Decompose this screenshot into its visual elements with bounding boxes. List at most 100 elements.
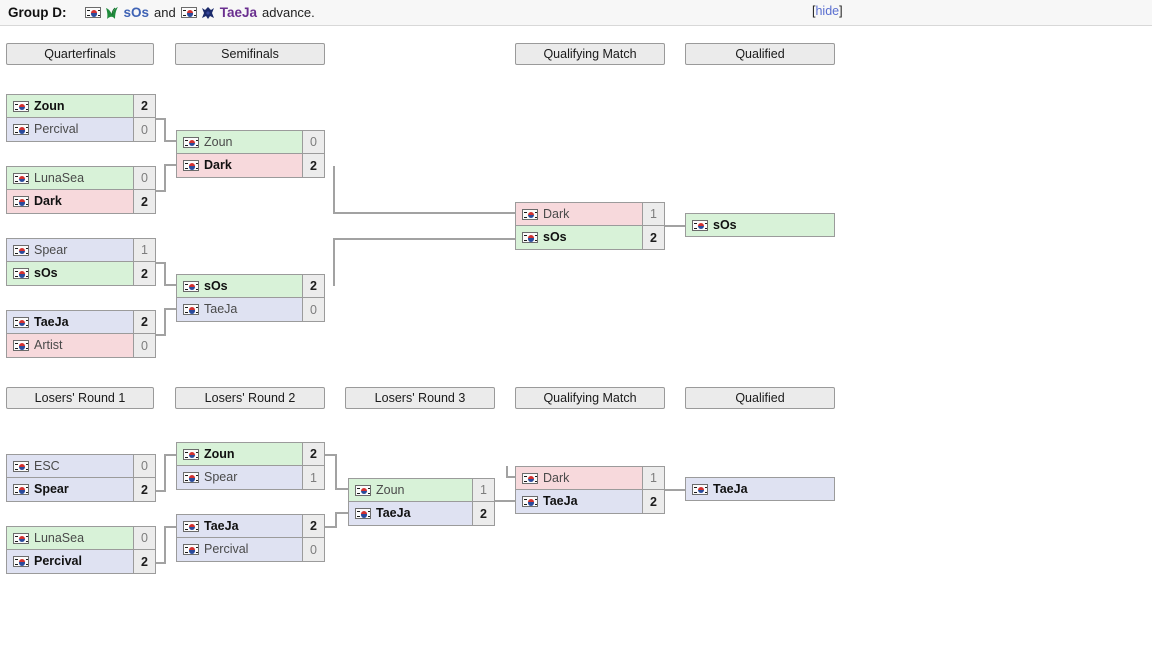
team-row[interactable]: sOs 2 (6, 262, 156, 286)
team-name-cell: Zoun (177, 131, 302, 153)
team-row[interactable]: LunaSea 0 (6, 166, 156, 190)
team-score: 0 (133, 167, 155, 189)
team-label: Dark (34, 194, 62, 209)
match-qualifying-winners[interactable]: Dark 1 sOs 2 (515, 202, 665, 250)
connector (333, 238, 515, 240)
team-name-cell: TaeJa (686, 478, 834, 500)
flag-icon-kr (522, 496, 538, 507)
connector (164, 526, 166, 564)
match-losers-round2-1[interactable]: Zoun 2 Spear 1 (176, 442, 325, 490)
flag-icon-kr (355, 508, 371, 519)
team-score: 1 (302, 466, 324, 489)
advancing-player-1-name[interactable]: sOs (123, 5, 150, 20)
flag-icon-kr (13, 244, 29, 256)
team-score: 1 (642, 467, 664, 489)
team-row[interactable]: Dark 1 (515, 202, 665, 226)
team-label: Spear (204, 470, 238, 485)
team-row[interactable]: Spear 1 (6, 238, 156, 262)
team-name-cell: Dark (177, 154, 302, 177)
hide-label[interactable]: hide (815, 4, 840, 18)
team-row[interactable]: sOs 2 (176, 274, 325, 298)
group-label: Group D (8, 5, 62, 20)
match-losers-round1-2[interactable]: LunaSea 0 Percival 2 (6, 526, 156, 574)
flag-icon-kr (692, 483, 708, 495)
match-qualifying-losers[interactable]: Dark 1 TaeJa 2 (515, 466, 665, 514)
team-row[interactable]: sOs (685, 213, 835, 237)
team-row[interactable]: TaeJa (685, 477, 835, 501)
team-name-cell: sOs (7, 262, 133, 285)
team-row[interactable]: ESC 0 (6, 454, 156, 478)
team-name-cell: sOs (686, 214, 834, 236)
connector (506, 466, 508, 478)
team-label: LunaSea (34, 530, 85, 545)
connector (335, 512, 337, 528)
team-label: sOs (34, 266, 58, 281)
team-row[interactable]: TaeJa 2 (6, 310, 156, 334)
team-row[interactable]: Zoun 2 (176, 442, 325, 466)
team-row[interactable]: Artist 0 (6, 334, 156, 358)
team-label: Percival (34, 122, 79, 137)
connector (164, 454, 176, 456)
flag-icon-kr (13, 268, 29, 279)
team-score: 1 (642, 203, 664, 225)
team-row[interactable]: Zoun 1 (348, 478, 495, 502)
match-losers-round2-2[interactable]: TaeJa 2 Percival 0 (176, 514, 325, 562)
team-row[interactable]: TaeJa 2 (348, 502, 495, 526)
qualified-slot-losers[interactable]: TaeJa (685, 477, 835, 501)
connector (335, 488, 349, 490)
team-row[interactable]: Dark 2 (176, 154, 325, 178)
team-label: Zoun (34, 98, 65, 113)
team-row[interactable]: TaeJa 0 (176, 298, 325, 322)
team-label: TaeJa (204, 302, 238, 317)
match-losers-round1-1[interactable]: ESC 0 Spear 2 (6, 454, 156, 502)
match-semifinal-2[interactable]: sOs 2 TaeJa 0 (176, 274, 325, 322)
match-quarterfinal-1[interactable]: Zoun 2 Percival 0 (6, 94, 156, 142)
team-row[interactable]: Percival 0 (6, 118, 156, 142)
team-row[interactable]: TaeJa 2 (515, 490, 665, 514)
team-row[interactable]: Zoun 2 (6, 94, 156, 118)
qualified-slot-winners[interactable]: sOs (685, 213, 835, 237)
flag-icon-kr (183, 544, 199, 555)
flag-icon-kr (522, 208, 538, 220)
team-name-cell: sOs (516, 226, 642, 249)
team-row[interactable]: Dark 1 (515, 466, 665, 490)
team-label: TaeJa (204, 518, 239, 533)
team-name-cell: Artist (7, 334, 133, 357)
flag-icon-kr (183, 280, 199, 292)
team-row[interactable]: LunaSea 0 (6, 526, 156, 550)
flag-icon-kr (13, 484, 29, 495)
team-row[interactable]: Spear 2 (6, 478, 156, 502)
team-row[interactable]: sOs 2 (515, 226, 665, 250)
flag-icon-kr (13, 316, 29, 328)
flag-icon-kr (183, 520, 199, 532)
advancing-player-2-name[interactable]: TaeJa (219, 5, 258, 20)
team-label: Artist (34, 338, 63, 353)
team-score: 1 (472, 479, 494, 501)
hide-open-bracket: [ (812, 4, 816, 18)
round-label-quarterfinals: Quarterfinals (6, 43, 154, 65)
match-quarterfinal-3[interactable]: Spear 1 sOs 2 (6, 238, 156, 286)
flag-icon-kr (13, 100, 29, 112)
team-name-cell: TaeJa (177, 298, 302, 321)
flag-icon-kr (13, 196, 29, 207)
team-row[interactable]: Percival 0 (176, 538, 325, 562)
flag-icon-kr (13, 532, 29, 544)
team-row[interactable]: Zoun 0 (176, 130, 325, 154)
match-quarterfinal-2[interactable]: LunaSea 0 Dark 2 (6, 166, 156, 214)
team-label: Spear (34, 242, 68, 257)
connector (164, 118, 166, 142)
team-row[interactable]: Percival 2 (6, 550, 156, 574)
match-losers-round3[interactable]: Zoun 1 TaeJa 2 (348, 478, 495, 526)
team-label: Zoun (204, 446, 235, 461)
team-row[interactable]: Spear 1 (176, 466, 325, 490)
match-semifinal-1[interactable]: Zoun 0 Dark 2 (176, 130, 325, 178)
flag-icon-kr (13, 340, 29, 351)
connector (154, 262, 166, 264)
round-label-qualifying-match: Qualifying Match (515, 43, 665, 65)
team-row[interactable]: Dark 2 (6, 190, 156, 214)
match-quarterfinal-4[interactable]: TaeJa 2 Artist 0 (6, 310, 156, 358)
team-score: 2 (133, 262, 155, 285)
team-row[interactable]: TaeJa 2 (176, 514, 325, 538)
round-label-losers-round-2: Losers' Round 2 (175, 387, 325, 409)
hide-toggle[interactable]: [hide] (812, 4, 843, 18)
